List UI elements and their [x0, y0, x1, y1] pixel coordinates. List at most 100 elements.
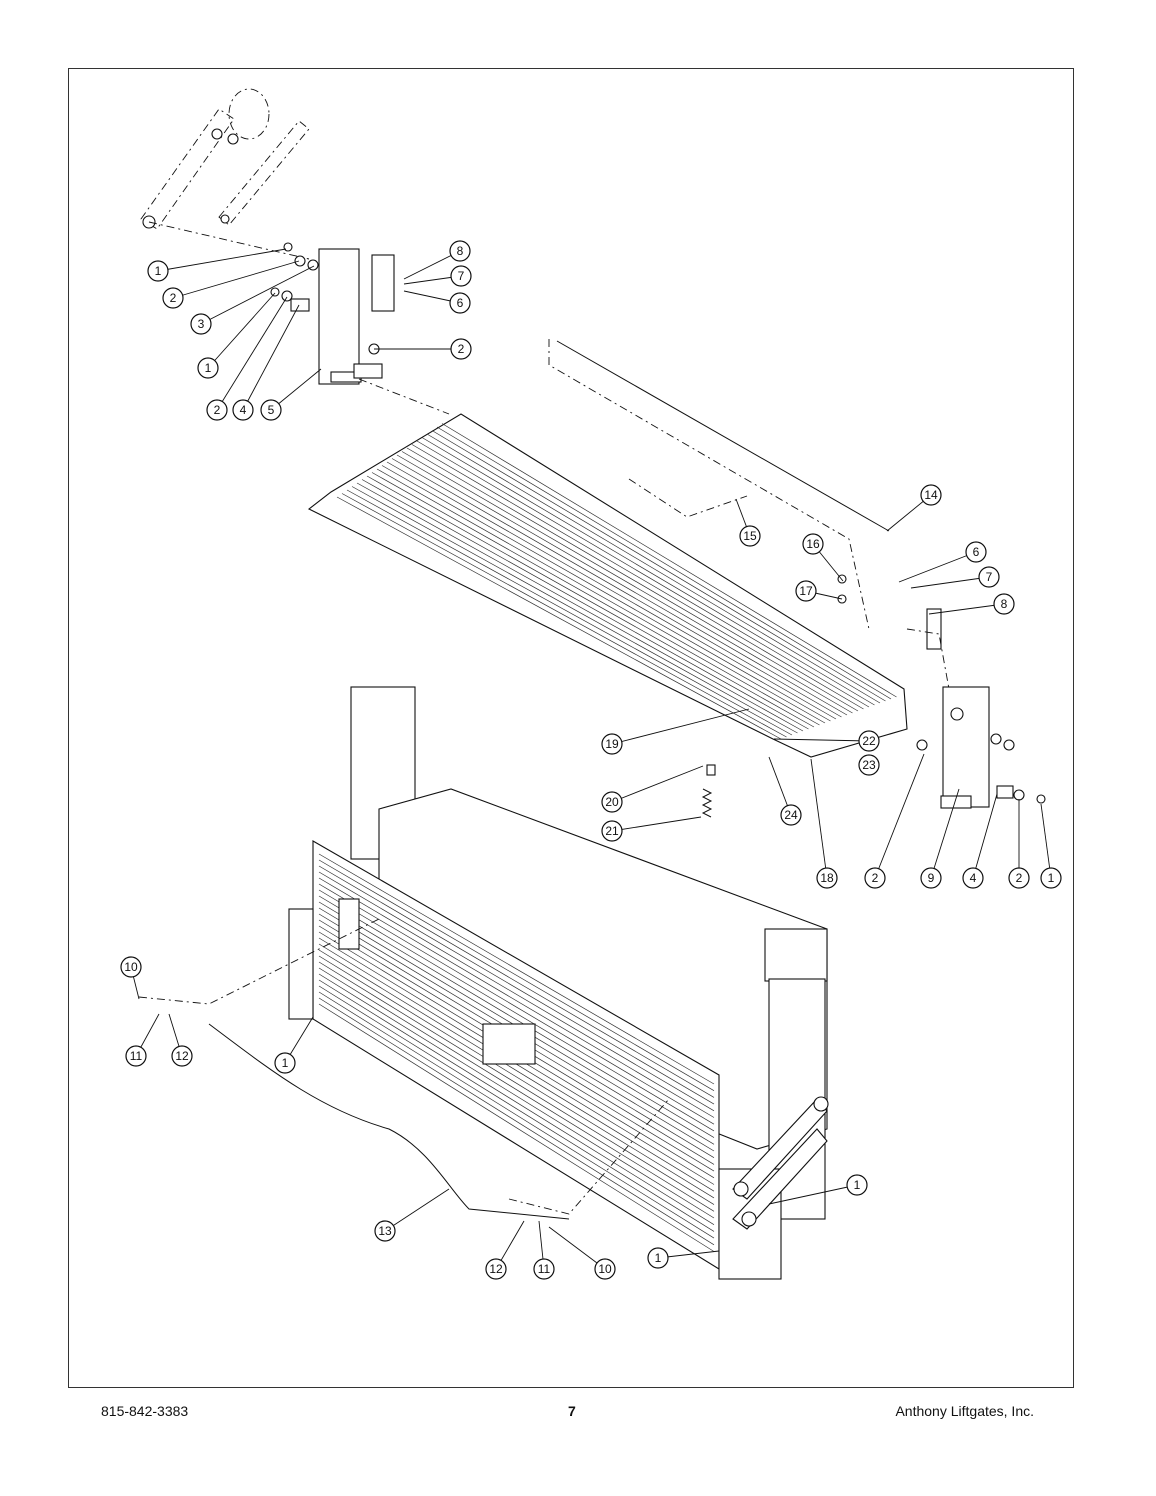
gate-rib	[318, 859, 715, 1092]
callout-label: 10	[598, 1262, 612, 1276]
platform-rib	[371, 472, 820, 726]
callout-1: 1	[647, 1247, 720, 1269]
callout-label: 12	[489, 1262, 503, 1276]
gate-rib	[318, 961, 715, 1205]
callout-label: 7	[458, 269, 465, 283]
platform	[307, 378, 908, 758]
gate-rib	[318, 889, 715, 1125]
platform-rib	[416, 440, 870, 708]
liftgate-main-assembly	[138, 686, 829, 1280]
platform-rib	[351, 486, 798, 734]
platform-rib	[341, 493, 787, 738]
callout-2: 2	[1008, 799, 1030, 889]
callout-label: 11	[130, 1049, 143, 1063]
callout-label: 18	[820, 871, 834, 885]
callout-3: 3	[190, 265, 315, 335]
callout-10: 10	[120, 956, 142, 1000]
callout-label: 1	[282, 1056, 289, 1070]
platform-rib	[356, 482, 804, 732]
platform-rib	[406, 447, 859, 712]
callout-label: 6	[973, 545, 980, 559]
platform-rib	[366, 475, 815, 728]
footer-phone: 815-842-3383	[101, 1403, 189, 1419]
gate-rib	[318, 853, 715, 1085]
torsion-bar	[548, 339, 890, 630]
callout-7: 7	[910, 566, 1000, 589]
platform-rib	[361, 479, 809, 730]
gate-rib	[318, 871, 715, 1105]
platform-rib	[336, 496, 782, 740]
callout-label: 23	[862, 758, 876, 772]
callout-label: 8	[1001, 597, 1008, 611]
callout-2: 2	[864, 753, 925, 889]
callout-19: 19	[601, 708, 750, 755]
callout-10: 10	[548, 1226, 616, 1280]
callout-15: 15	[735, 498, 761, 547]
callout-20: 20	[601, 765, 704, 813]
platform-rib	[376, 468, 826, 724]
footer-page-number: 7	[568, 1403, 576, 1419]
lift-arm-phantom	[140, 88, 310, 260]
platform-rib	[396, 454, 848, 716]
platform-rib	[386, 461, 837, 720]
callout-22: 22	[773, 730, 880, 752]
callout-label: 22	[862, 734, 876, 748]
right-side-mount	[701, 574, 1046, 818]
callout-label: 9	[928, 871, 935, 885]
callout-17: 17	[795, 580, 843, 602]
callout-11: 11	[533, 1220, 555, 1280]
callout-13: 13	[374, 1188, 450, 1242]
callout-label: 1	[854, 1178, 861, 1192]
callout-2: 2	[206, 296, 288, 421]
gate-rib	[318, 901, 715, 1138]
callout-label: 14	[924, 488, 938, 502]
gate-rib	[318, 973, 715, 1219]
callout-5: 5	[260, 368, 322, 421]
gate-rib	[318, 865, 715, 1098]
platform-rib	[436, 426, 892, 700]
callout-1: 1	[197, 292, 276, 379]
callout-label: 1	[205, 361, 212, 375]
footer-company: Anthony Liftgates, Inc.	[895, 1403, 1034, 1419]
callout-label: 12	[175, 1049, 189, 1063]
callout-2: 2	[162, 260, 300, 309]
gate-rib	[318, 991, 715, 1239]
callout-label: 8	[457, 244, 464, 258]
callout-12: 12	[485, 1220, 525, 1280]
gate-rib	[318, 1003, 715, 1252]
callout-12: 12	[168, 1013, 193, 1067]
platform-rib	[441, 423, 897, 698]
callout-label: 15	[743, 529, 757, 543]
callout-label: 20	[605, 795, 619, 809]
callout-8: 8	[928, 593, 1015, 615]
callout-label: 3	[198, 317, 205, 331]
callout-label: 7	[986, 570, 993, 584]
callout-label: 17	[799, 584, 813, 598]
callout-14: 14	[886, 484, 942, 532]
callout-label: 2	[1016, 871, 1023, 885]
callout-label: 2	[214, 403, 221, 417]
callout-4: 4	[232, 304, 300, 421]
callout-label: 24	[784, 808, 798, 822]
callout-label: 1	[155, 264, 162, 278]
callout-label: 13	[378, 1224, 392, 1238]
platform-rib	[431, 430, 886, 702]
platform-rib	[401, 451, 853, 714]
callout-label: 2	[170, 291, 177, 305]
gate-rib	[318, 985, 715, 1232]
gate-rib	[318, 877, 715, 1112]
gate-rib	[318, 997, 715, 1246]
platform-rib	[411, 444, 864, 710]
callout-label: 10	[124, 960, 138, 974]
callout-11: 11	[125, 1013, 160, 1067]
callout-4: 4	[962, 793, 998, 889]
callout-label: 1	[1048, 871, 1055, 885]
callout-label: 4	[970, 871, 977, 885]
gate-rib	[318, 979, 715, 1225]
left-side-mount	[270, 242, 395, 385]
callout-16: 16	[802, 533, 844, 582]
platform-rib	[346, 489, 793, 736]
